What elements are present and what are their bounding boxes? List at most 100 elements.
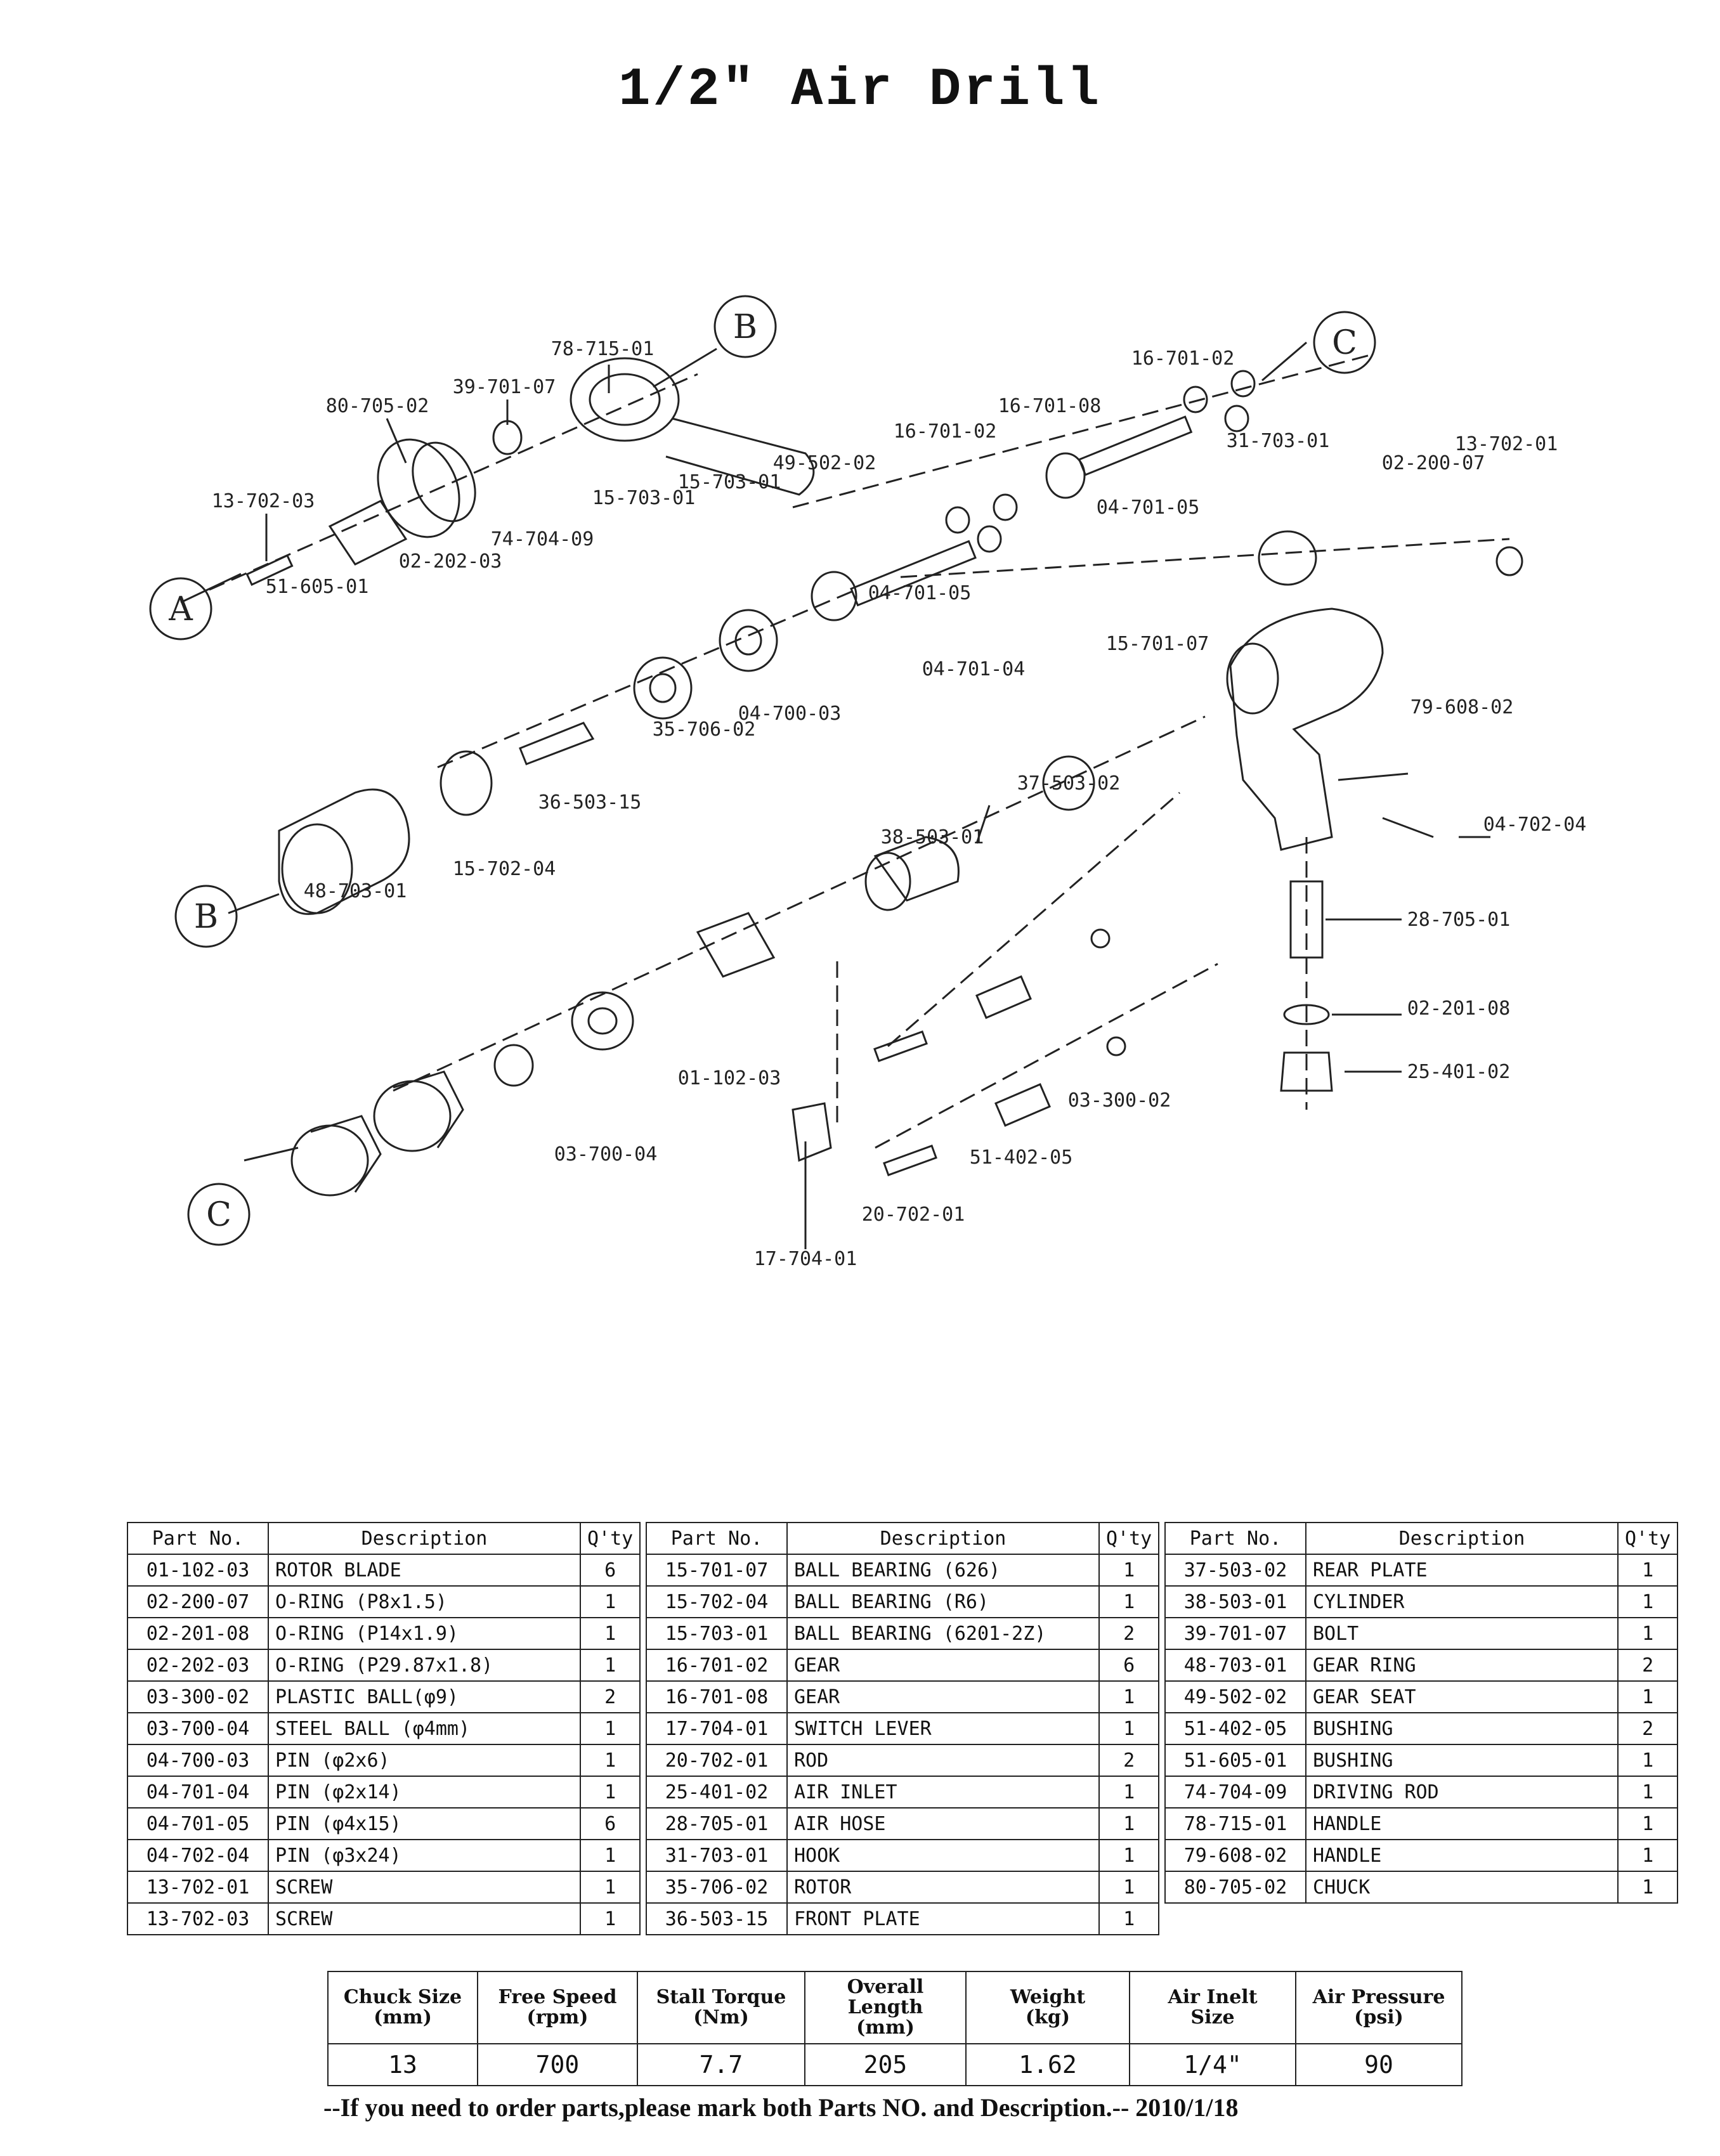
part-quantity: 6: [579, 1807, 641, 1840]
callout-label: 13-702-01: [1455, 433, 1558, 455]
part-description: GEAR RING: [1305, 1649, 1619, 1682]
part-quantity: 1: [1098, 1776, 1160, 1809]
part-description: AIR HOSE: [786, 1807, 1100, 1840]
exploded-parts-diagram: 78-715-0139-701-0780-705-0213-702-0316-7…: [149, 295, 1587, 1270]
part-description: PIN (φ3x24): [268, 1839, 581, 1872]
callout-label: 36-503-15: [538, 791, 642, 814]
callout-label: 78-715-01: [551, 338, 655, 360]
callout-label: 03-300-02: [1068, 1089, 1171, 1112]
part-quantity: 1: [1617, 1554, 1679, 1587]
part-quantity: 6: [1098, 1649, 1160, 1682]
part-number: 13-702-01: [127, 1871, 269, 1904]
part-description: STEEL BALL (φ4mm): [268, 1712, 581, 1745]
column-header: Q'ty: [579, 1522, 641, 1555]
column-header: Q'ty: [1098, 1522, 1160, 1555]
part-number: 15-701-07: [646, 1554, 788, 1587]
callout-label: 15-702-04: [453, 858, 556, 880]
part-description: HANDLE: [1305, 1807, 1619, 1840]
part-quantity: 1: [1617, 1680, 1679, 1713]
callout-label: 35-706-02: [653, 718, 756, 741]
part-number: 02-201-08: [127, 1617, 269, 1650]
part-number: 02-202-03: [127, 1649, 269, 1682]
part-number: 04-702-04: [127, 1839, 269, 1872]
column-header: Description: [268, 1522, 581, 1555]
part-description: GEAR: [786, 1649, 1100, 1682]
part-number: 04-701-04: [127, 1776, 269, 1809]
circle-label-c-lower: C: [206, 1196, 231, 1234]
part-number: 51-605-01: [1164, 1744, 1306, 1777]
part-description: O-RING (P14x1.9): [268, 1617, 581, 1650]
column-header: Description: [786, 1522, 1100, 1555]
spec-table: Chuck Size(mm)Free Speed(rpm)Stall Torqu…: [327, 1971, 1463, 2086]
column-header: Q'ty: [1617, 1522, 1679, 1555]
spec-value: 700: [477, 2043, 638, 2086]
part-quantity: 2: [579, 1680, 641, 1713]
callout-label: 51-605-01: [266, 576, 369, 598]
callout-label: 04-701-05: [1097, 497, 1200, 519]
part-quantity: 1: [579, 1585, 641, 1618]
part-description: PIN (φ4x15): [268, 1807, 581, 1840]
part-number: 38-503-01: [1164, 1585, 1306, 1618]
callout-label: 15-703-01: [678, 471, 781, 493]
part-number: 04-701-05: [127, 1807, 269, 1840]
part-quantity: 1: [1617, 1871, 1679, 1904]
spec-header: Chuck Size(mm): [327, 1971, 478, 2044]
part-quantity: 1: [1098, 1554, 1160, 1587]
part-number: 13-702-03: [127, 1902, 269, 1935]
part-description: O-RING (P8x1.5): [268, 1585, 581, 1618]
part-description: GEAR SEAT: [1305, 1680, 1619, 1713]
callout-label: 17-704-01: [754, 1248, 857, 1270]
callout-label: 49-502-02: [773, 452, 876, 474]
circle-label-b-lower: B: [194, 898, 218, 936]
callout-label: 02-202-03: [399, 550, 502, 573]
part-description: BALL BEARING (6201-2Z): [786, 1617, 1100, 1650]
part-callouts: 78-715-0139-701-0780-705-0213-702-0316-7…: [212, 338, 1587, 1270]
part-number: 78-715-01: [1164, 1807, 1306, 1840]
part-number: 48-703-01: [1164, 1649, 1306, 1682]
part-quantity: 2: [1098, 1617, 1160, 1650]
part-description: HANDLE: [1305, 1839, 1619, 1872]
spec-header: Free Speed(rpm): [477, 1971, 638, 2044]
spec-value: 13: [327, 2043, 478, 2086]
part-number: 03-700-04: [127, 1712, 269, 1745]
callout-label: 15-701-07: [1106, 633, 1209, 655]
part-quantity: 1: [579, 1649, 641, 1682]
part-quantity: 1: [1617, 1617, 1679, 1650]
spec-value: 205: [804, 2043, 967, 2086]
part-quantity: 1: [579, 1617, 641, 1650]
part-number: 39-701-07: [1164, 1617, 1306, 1650]
part-number: 36-503-15: [646, 1902, 788, 1935]
spec-header-row: Chuck Size(mm)Free Speed(rpm)Stall Torqu…: [327, 1971, 1463, 2044]
part-quantity: 1: [1098, 1839, 1160, 1872]
part-description: BALL BEARING (R6): [786, 1585, 1100, 1618]
part-description: DRIVING ROD: [1305, 1776, 1619, 1809]
callout-label: 16-701-02: [894, 420, 997, 443]
part-number: 79-608-02: [1164, 1839, 1306, 1872]
part-quantity: 1: [579, 1776, 641, 1809]
spec-value: 1/4": [1129, 2043, 1296, 2086]
spec-header: Weight(kg): [965, 1971, 1130, 2044]
part-number: 15-702-04: [646, 1585, 788, 1618]
part-description: FRONT PLATE: [786, 1902, 1100, 1935]
part-description: BOLT: [1305, 1617, 1619, 1650]
page-title: 1/2" Air Drill: [618, 60, 1102, 120]
part-quantity: 1: [579, 1839, 641, 1872]
part-number: 28-705-01: [646, 1807, 788, 1840]
part-number: 01-102-03: [127, 1554, 269, 1587]
callout-label: 16-701-08: [998, 395, 1102, 417]
